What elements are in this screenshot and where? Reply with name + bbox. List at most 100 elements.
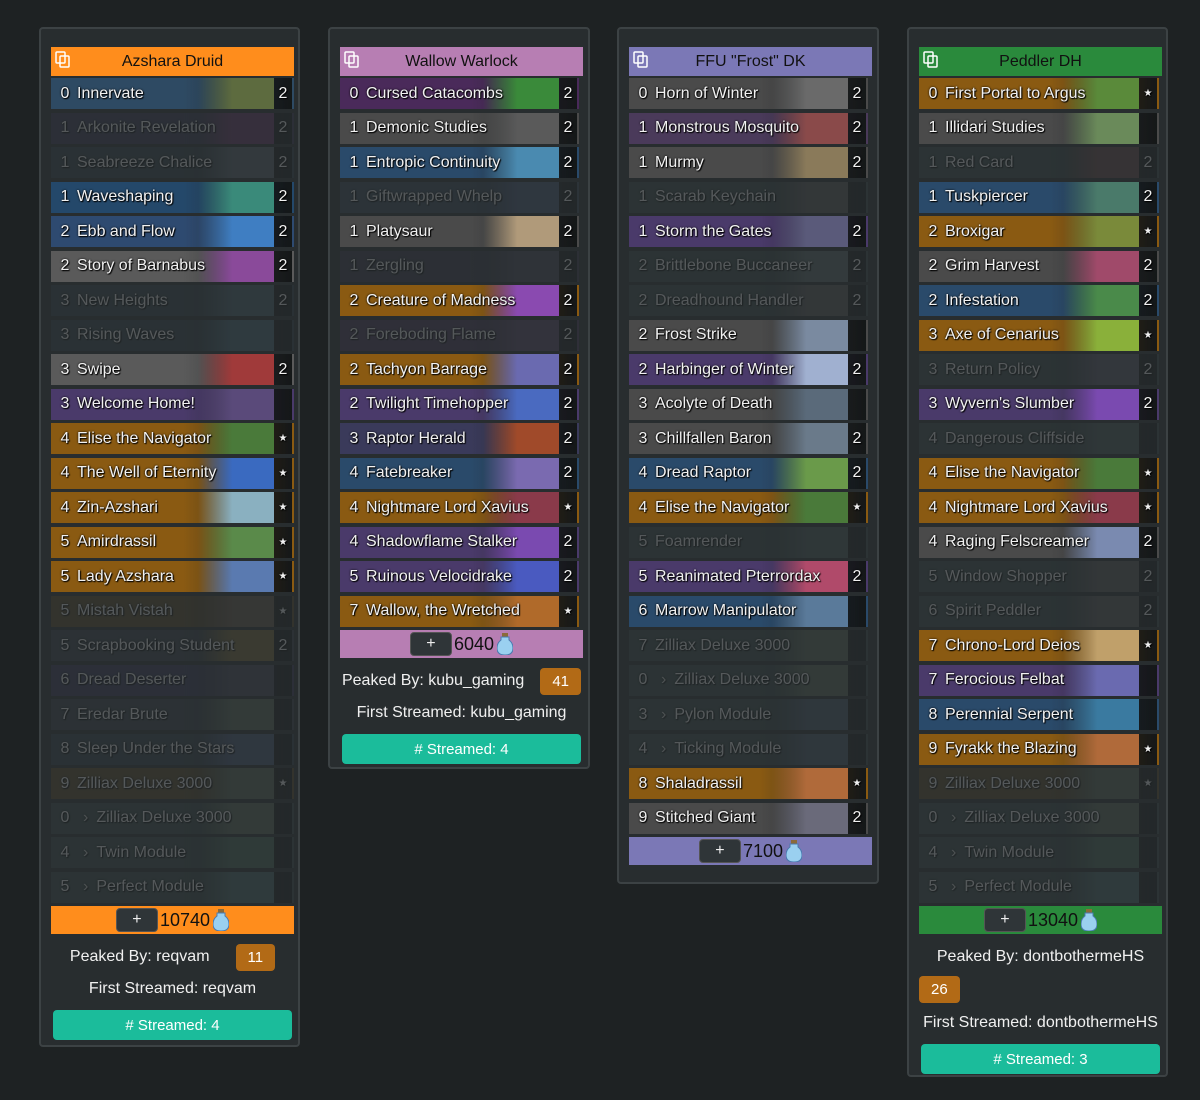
card-row[interactable]: 4Twin Module <box>51 837 294 868</box>
copy-deck-icon[interactable] <box>923 51 938 68</box>
card-cost: 6 <box>928 602 938 619</box>
add-deck-button[interactable]: + <box>115 908 158 932</box>
copy-deck-icon[interactable] <box>55 51 70 68</box>
streamed-count-button[interactable]: # Streamed: 4 <box>53 1010 292 1040</box>
card-row[interactable]: 5Perfect Module <box>51 871 294 903</box>
copy-deck-icon[interactable] <box>344 51 359 68</box>
add-deck-button[interactable]: + <box>409 632 452 656</box>
card-row[interactable]: 5Perfect Module <box>919 871 1159 903</box>
card-cost: 4 <box>638 498 648 516</box>
add-deck-button[interactable]: + <box>698 839 741 863</box>
card-row[interactable]: 4Twin Module <box>919 837 1159 868</box>
card-row[interactable]: 0Zilliax Deluxe 3000 <box>629 664 868 696</box>
card-name: Stitched Giant <box>655 809 756 826</box>
streamed-count-button[interactable]: # Streamed: 3 <box>921 1044 1160 1074</box>
copy-deck-icon[interactable] <box>633 51 648 68</box>
card-row[interactable]: 3Pylon Module <box>629 699 868 730</box>
add-deck-button[interactable]: + <box>983 908 1026 932</box>
streamed-count-button[interactable]: # Streamed: 4 <box>342 734 581 764</box>
card-row[interactable]: 4Ticking Module <box>629 733 868 765</box>
card-row[interactable]: 0Zilliax Deluxe 3000 <box>919 802 1159 834</box>
card-row[interactable]: 0Zilliax Deluxe 3000 <box>51 802 294 834</box>
